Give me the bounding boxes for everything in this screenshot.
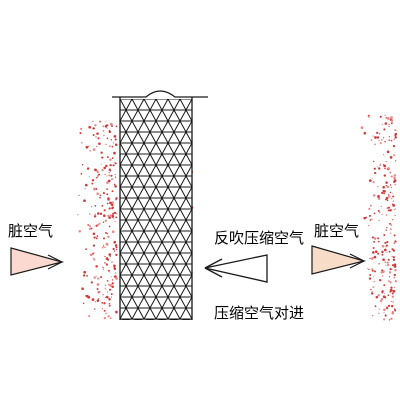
reverse-pulse-label: 反吹压缩空气 xyxy=(214,229,305,247)
dirty-air-label-left: 脏空气 xyxy=(8,222,54,240)
filter-bag xyxy=(112,90,208,320)
bag-top-rim xyxy=(112,90,208,98)
compressed-air-toward-label: 压缩空气对进 xyxy=(214,304,305,322)
dust-cake-right xyxy=(360,114,398,321)
dust-cake-left xyxy=(77,120,118,320)
arrow-right-icon xyxy=(10,247,65,276)
arrow-right-icon xyxy=(311,245,367,275)
dirty-air-label-right: 脏空气 xyxy=(314,222,360,240)
arrow-left-icon xyxy=(204,254,268,283)
filter-mesh xyxy=(120,99,192,320)
